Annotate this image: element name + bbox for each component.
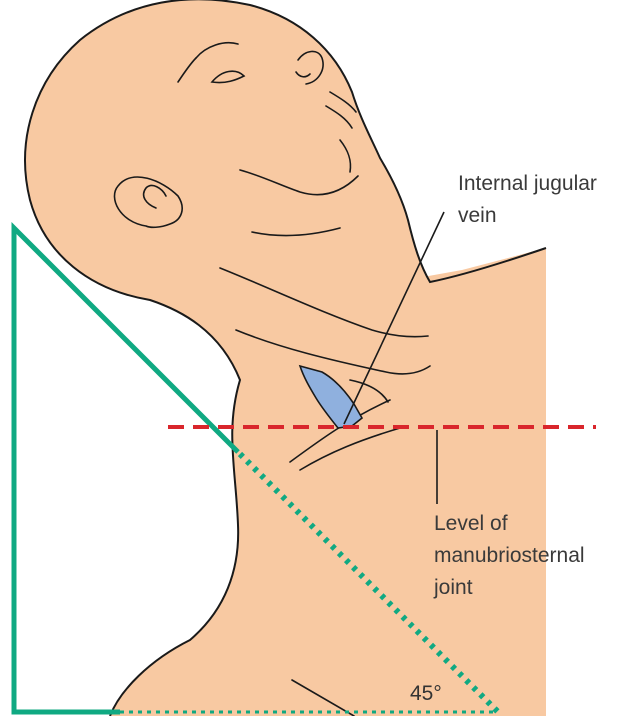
level-label-line1: Level of: [434, 512, 508, 535]
jugular-label-line2: vein: [458, 204, 497, 227]
head-and-neck: [25, 0, 546, 716]
level-label-line3: joint: [433, 576, 473, 599]
angle-label: 45°: [410, 682, 442, 705]
jugular-label-line1: Internal jugular: [458, 172, 597, 195]
level-label-line2: manubriosternal: [434, 544, 585, 567]
